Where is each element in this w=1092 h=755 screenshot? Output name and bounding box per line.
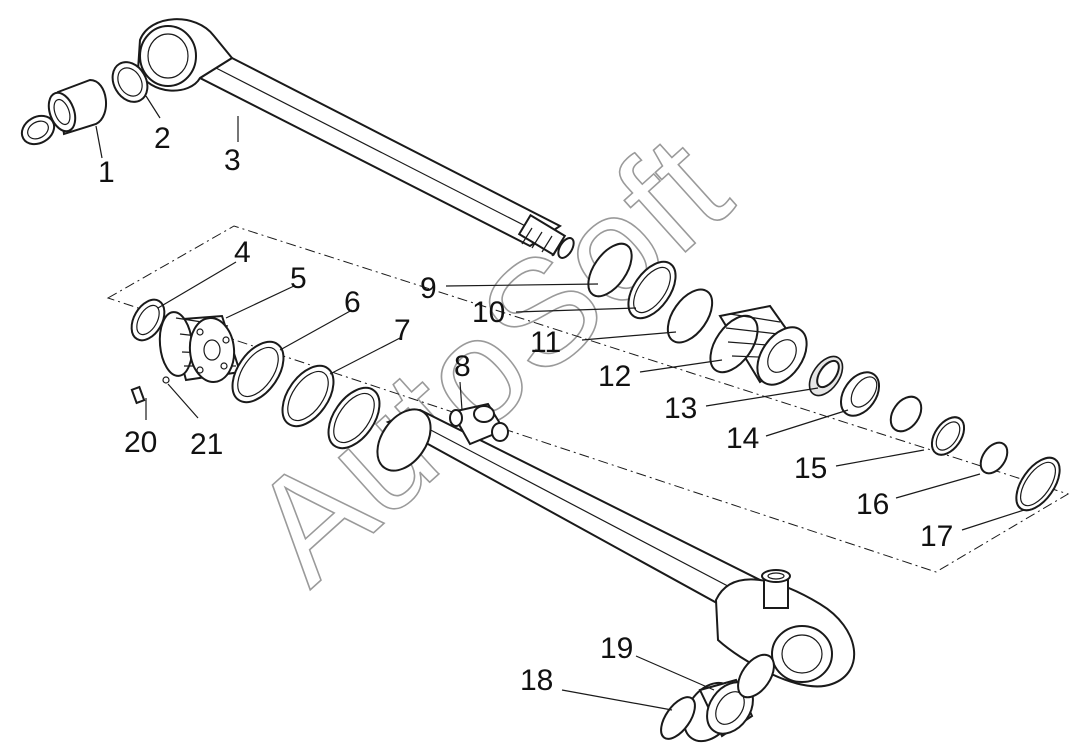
callout-4: 4: [234, 236, 251, 269]
cylinder-barrel: [376, 402, 856, 743]
callout-1: 1: [98, 156, 115, 189]
callout-21: 21: [190, 428, 223, 461]
kit-seal-parts: [130, 242, 1061, 512]
callout-5: 5: [290, 262, 307, 295]
callout-7: 7: [394, 314, 411, 347]
callout-17: 17: [920, 520, 953, 553]
callout-11: 11: [530, 326, 561, 359]
rod-eye-seals: [20, 61, 149, 146]
callout-9: 9: [420, 272, 437, 305]
callout-19: 19: [600, 632, 633, 665]
callout-2: 2: [154, 122, 171, 155]
watermark-text: AutoSoft: [219, 104, 759, 614]
callout-labels: 1 2 3 4 5 6 7 8 9 10 11 12 13 14 15 16 1…: [98, 122, 953, 697]
callout-12: 12: [598, 360, 631, 393]
callout-13: 13: [664, 392, 697, 425]
callout-3: 3: [224, 144, 241, 177]
callout-14: 14: [726, 422, 759, 455]
callout-6: 6: [344, 286, 361, 319]
callout-20: 20: [124, 426, 157, 459]
callout-8: 8: [454, 350, 471, 383]
piston-rod: [136, 18, 575, 259]
seal-kit-boundary: [106, 225, 1070, 573]
callout-10: 10: [472, 296, 505, 329]
callout-16: 16: [856, 488, 889, 521]
leader-lines: [95, 95, 1025, 711]
callout-18: 18: [520, 664, 553, 697]
callout-15: 15: [794, 452, 827, 485]
